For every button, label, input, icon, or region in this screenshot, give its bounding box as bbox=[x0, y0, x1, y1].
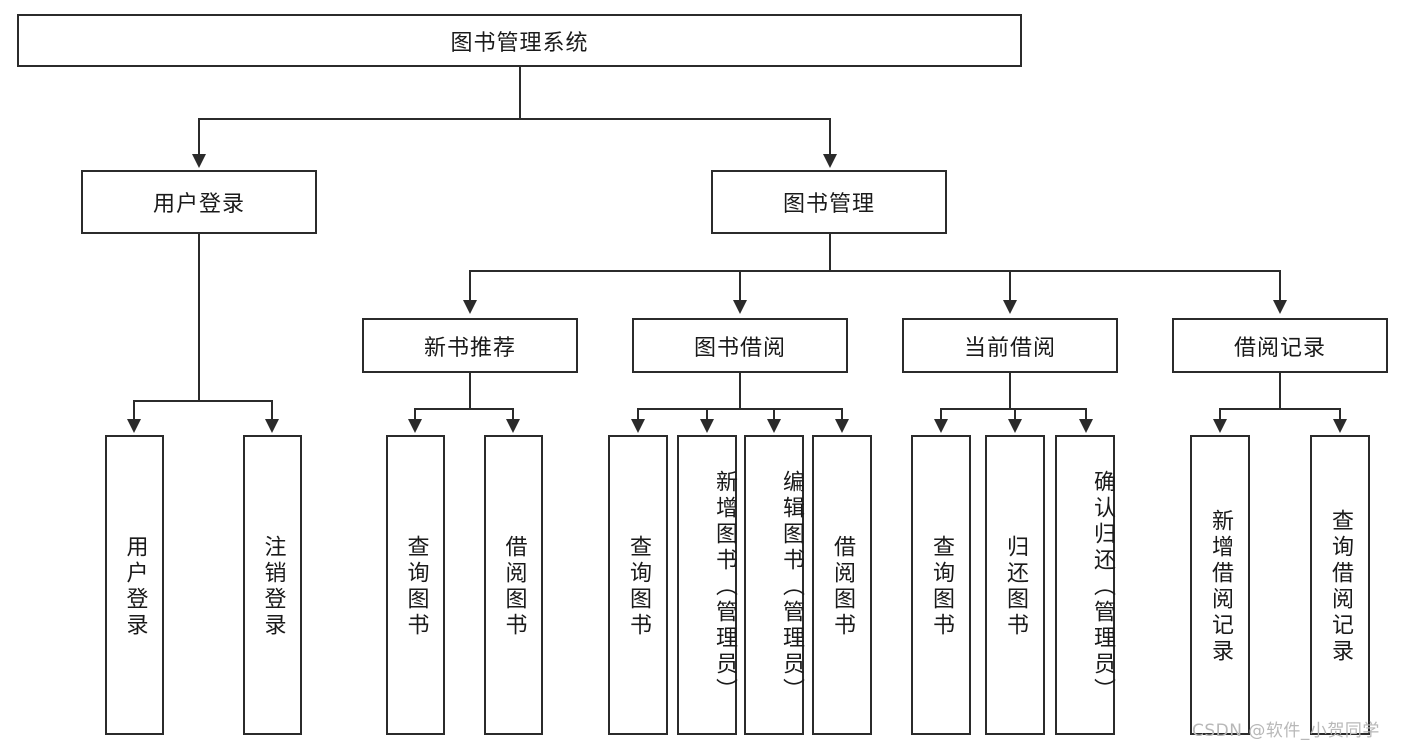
arrow-bb-child-3 bbox=[767, 419, 781, 433]
arrow-br-child-2 bbox=[1333, 419, 1347, 433]
node-new-book-recommendation[interactable]: 新书推荐 bbox=[362, 318, 578, 373]
node-label: 注销登录 bbox=[260, 535, 286, 639]
edge-current-borrow-stem bbox=[1009, 373, 1011, 408]
edge-book-borrow-bus bbox=[637, 408, 842, 410]
edge-br-child-2 bbox=[1339, 408, 1341, 420]
arrow-nbr-child-1 bbox=[408, 419, 422, 433]
node-label: 归还图书 bbox=[1003, 535, 1028, 639]
edge-borrow-record-bus bbox=[1219, 408, 1341, 410]
edge-cb-child-3 bbox=[1085, 408, 1087, 420]
edge-user-login-child-2 bbox=[271, 400, 273, 420]
edge-to-new-book-rec bbox=[469, 270, 471, 301]
node-label: 图书管理系统 bbox=[450, 30, 589, 56]
node-label: 图书管理 bbox=[782, 192, 875, 217]
edge-cb-child-1 bbox=[940, 408, 942, 420]
arrow-to-book-borrow bbox=[733, 300, 747, 314]
edge-nbr-child-2 bbox=[512, 408, 514, 420]
arrow-to-new-book-rec bbox=[463, 300, 477, 314]
arrow-user-login-child-1 bbox=[127, 419, 141, 433]
arrow-br-child-1 bbox=[1213, 419, 1227, 433]
edge-bb-child-2 bbox=[706, 408, 708, 420]
arrow-to-borrow-record bbox=[1273, 300, 1287, 314]
node-label: 确认归还（管理员） bbox=[1090, 470, 1115, 704]
node-label: 用户登录 bbox=[152, 192, 245, 217]
leaf-query-borrow-record[interactable]: 查询借阅记录 bbox=[1310, 435, 1370, 735]
leaf-user-login[interactable]: 用户登录 bbox=[105, 435, 164, 735]
edge-user-login-child-1 bbox=[133, 400, 135, 420]
leaf-borrow-books-new-rec[interactable]: 借阅图书 bbox=[484, 435, 543, 735]
edge-book-borrow-stem bbox=[739, 373, 741, 408]
leaf-add-book-admin[interactable]: 新增图书（管理员） bbox=[677, 435, 737, 735]
node-label: 借阅记录 bbox=[1233, 335, 1326, 361]
edge-nbr-child-1 bbox=[414, 408, 416, 420]
arrow-cb-child-2 bbox=[1008, 419, 1022, 433]
node-root-library-system[interactable]: 图书管理系统 bbox=[17, 14, 1022, 67]
node-label: 图书借阅 bbox=[693, 335, 786, 361]
edge-user-login-bus bbox=[133, 400, 271, 402]
edge-level2-bus bbox=[469, 270, 1280, 272]
arrow-to-book-management bbox=[823, 154, 837, 168]
node-label: 新书推荐 bbox=[423, 335, 516, 361]
node-book-management[interactable]: 图书管理 bbox=[711, 170, 947, 234]
leaf-query-books-borrowing[interactable]: 查询图书 bbox=[608, 435, 668, 735]
node-borrowing-record[interactable]: 借阅记录 bbox=[1172, 318, 1388, 373]
edge-to-current-borrow bbox=[1009, 270, 1011, 301]
edge-borrow-record-stem bbox=[1279, 373, 1281, 408]
edge-root-stem bbox=[519, 67, 521, 118]
leaf-query-books-current[interactable]: 查询图书 bbox=[911, 435, 971, 735]
node-current-borrowing[interactable]: 当前借阅 bbox=[902, 318, 1118, 373]
node-label: 用户登录 bbox=[122, 535, 148, 639]
node-label: 新增图书（管理员） bbox=[712, 470, 737, 704]
leaf-confirm-return-admin[interactable]: 确认归还（管理员） bbox=[1055, 435, 1115, 735]
node-label: 查询图书 bbox=[626, 535, 651, 639]
arrow-nbr-child-2 bbox=[506, 419, 520, 433]
arrow-user-login-child-2 bbox=[265, 419, 279, 433]
edge-to-book-borrow bbox=[739, 270, 741, 301]
edge-bb-child-1 bbox=[637, 408, 639, 420]
edge-new-book-rec-stem bbox=[469, 373, 471, 408]
arrow-bb-child-1 bbox=[631, 419, 645, 433]
node-label: 当前借阅 bbox=[963, 335, 1056, 361]
edge-user-login-stem bbox=[198, 234, 200, 400]
node-label: 查询图书 bbox=[403, 535, 429, 639]
node-label: 借阅图书 bbox=[501, 535, 527, 639]
arrow-to-user-login bbox=[192, 154, 206, 168]
arrow-cb-child-1 bbox=[934, 419, 948, 433]
node-user-login[interactable]: 用户登录 bbox=[81, 170, 317, 234]
node-label: 新增借阅记录 bbox=[1208, 509, 1233, 665]
node-book-borrowing[interactable]: 图书借阅 bbox=[632, 318, 848, 373]
edge-new-book-rec-bus bbox=[414, 408, 514, 410]
edge-cb-child-2 bbox=[1014, 408, 1016, 420]
arrow-to-current-borrow bbox=[1003, 300, 1017, 314]
edge-br-child-1 bbox=[1219, 408, 1221, 420]
leaf-return-books[interactable]: 归还图书 bbox=[985, 435, 1045, 735]
edge-to-user-login bbox=[198, 118, 200, 156]
node-label: 借阅图书 bbox=[830, 535, 855, 639]
node-label: 查询图书 bbox=[929, 535, 954, 639]
node-label: 查询借阅记录 bbox=[1328, 509, 1353, 665]
leaf-borrow-books-borrowing[interactable]: 借阅图书 bbox=[812, 435, 872, 735]
edge-level1-bus bbox=[198, 118, 831, 120]
edge-bb-child-3 bbox=[773, 408, 775, 420]
edge-to-borrow-record bbox=[1279, 270, 1281, 301]
node-label: 编辑图书（管理员） bbox=[779, 470, 804, 704]
arrow-bb-child-2 bbox=[700, 419, 714, 433]
leaf-add-borrow-record[interactable]: 新增借阅记录 bbox=[1190, 435, 1250, 735]
edge-book-management-stem bbox=[829, 234, 831, 270]
edge-to-book-management bbox=[829, 118, 831, 156]
arrow-cb-child-3 bbox=[1079, 419, 1093, 433]
leaf-logout[interactable]: 注销登录 bbox=[243, 435, 302, 735]
edge-bb-child-4 bbox=[841, 408, 843, 420]
arrow-bb-child-4 bbox=[835, 419, 849, 433]
leaf-edit-book-admin[interactable]: 编辑图书（管理员） bbox=[744, 435, 804, 735]
leaf-query-books-new-rec[interactable]: 查询图书 bbox=[386, 435, 445, 735]
edge-current-borrow-bus bbox=[940, 408, 1086, 410]
